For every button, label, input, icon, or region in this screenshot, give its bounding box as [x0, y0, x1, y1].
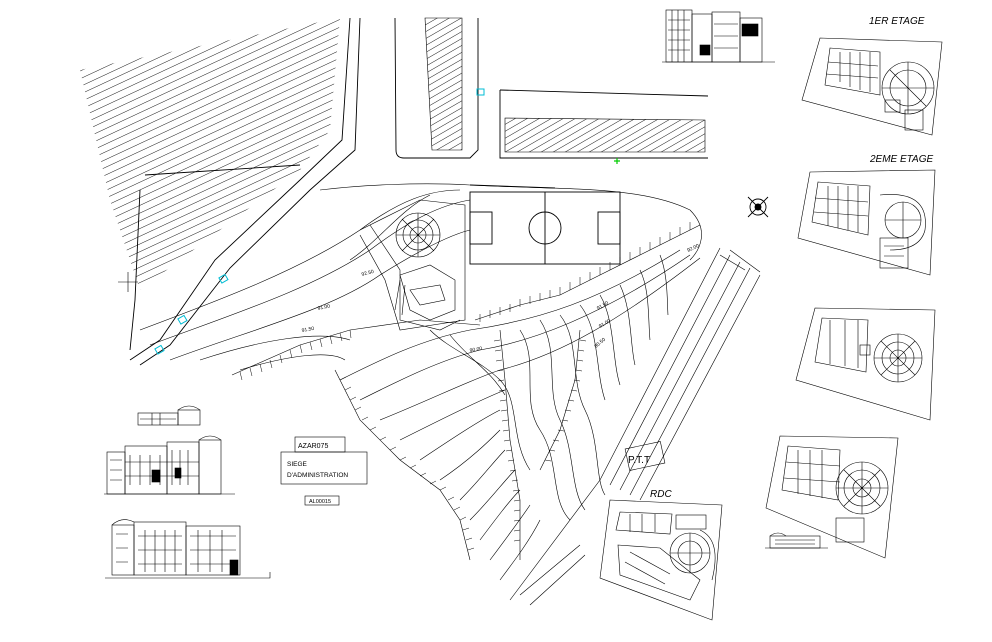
ptt-label: P.T.T [628, 455, 650, 466]
elevation-small [137, 405, 201, 426]
title-block: AZAR075 SIEGE D'ADMINISTRATION AL00015 [280, 436, 368, 506]
slope-tick-lines [231, 222, 701, 561]
spot-level: 91.50 [301, 326, 315, 334]
ptt-building: P.T.T [624, 441, 666, 471]
floor-plan-level [765, 435, 899, 559]
floor2-label: 2EME ETAGE [869, 154, 933, 165]
floor-plan-1er [801, 37, 943, 136]
title-line-siege: SIEGE [287, 461, 308, 468]
spot-level: 91.00 [317, 303, 331, 312]
project-code: AZAR075 [298, 443, 328, 450]
cyan-markers [154, 88, 485, 355]
spot-level: 91.00 [598, 318, 612, 330]
spot-level: 91.50 [596, 300, 610, 312]
crosshair-icon [118, 272, 138, 292]
building-outline-site [359, 199, 466, 331]
mini-elevation [765, 532, 828, 549]
spot-level: 92.50 [361, 269, 375, 278]
drawing-number: AL00015 [309, 499, 331, 505]
football-field [469, 184, 621, 265]
railway-lines [509, 247, 761, 606]
spot-level: 90.50 [593, 337, 607, 350]
elevation-front [104, 435, 235, 495]
spot-level: 92.00 [686, 243, 700, 254]
floor-plan-roof [795, 307, 936, 421]
green-survey-point [614, 158, 620, 164]
elevation-top [662, 9, 775, 63]
survey-marker [476, 88, 485, 96]
elevation-long [105, 519, 271, 579]
spot-level: 90.00 [469, 346, 483, 354]
terrain-contours [139, 183, 702, 581]
road-north [394, 17, 709, 159]
ground-label: RDC [650, 489, 672, 500]
survey-marker [154, 344, 165, 355]
floor-plan-2eme [797, 169, 936, 276]
north-arrow-icon [747, 196, 769, 218]
floor1-label: 1ER ETAGE [869, 16, 925, 27]
hatched-embankment-west [80, 18, 340, 290]
survey-marker [218, 273, 229, 284]
floor-plan-rdc [599, 499, 723, 621]
title-line-administration: D'ADMINISTRATION [287, 472, 348, 479]
hatched-median-north [424, 17, 463, 151]
hatched-parking-strip [504, 117, 706, 153]
survey-marker [177, 314, 188, 325]
